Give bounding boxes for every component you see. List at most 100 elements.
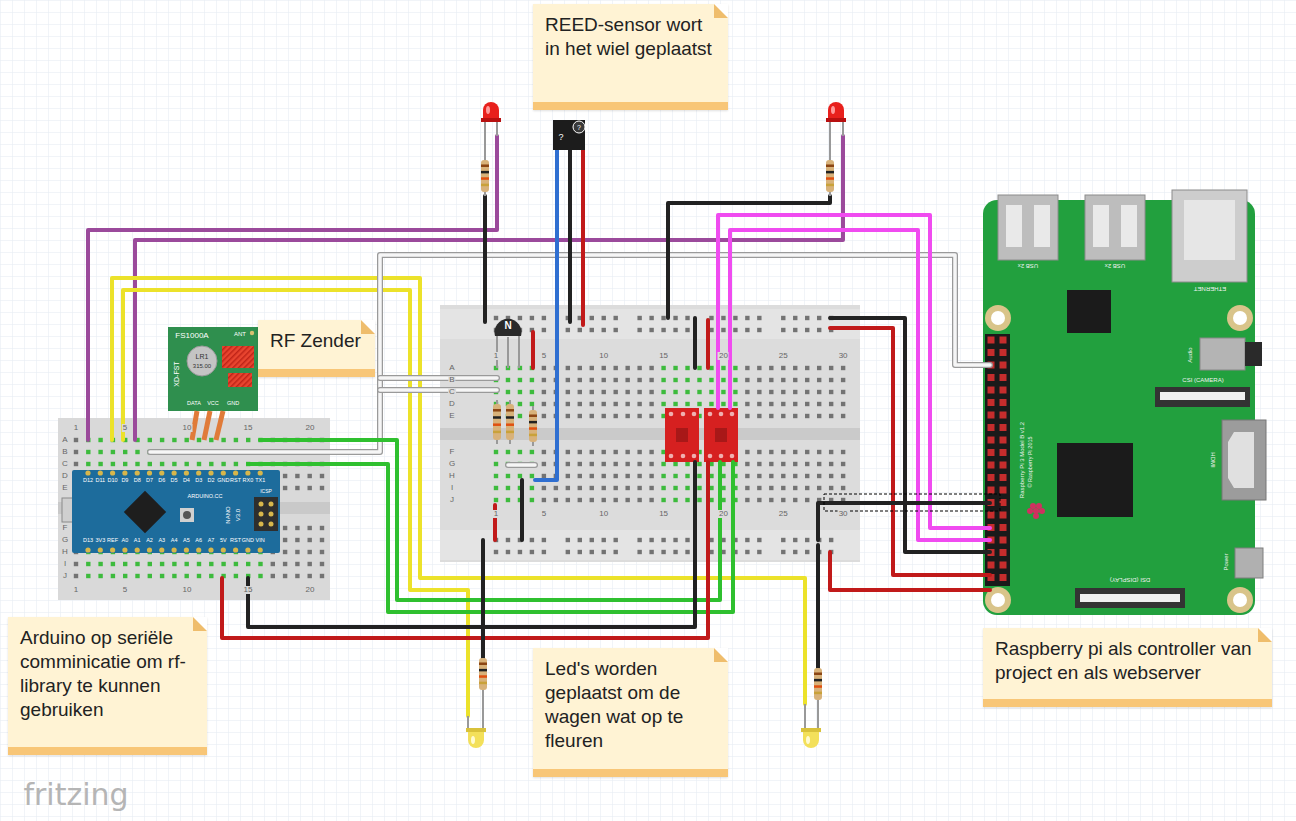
yellow-led <box>468 730 484 748</box>
breadboard-hole <box>745 378 749 382</box>
wire <box>483 196 487 322</box>
breadboard-hole <box>506 390 510 394</box>
row-letter: J <box>449 496 455 504</box>
arduino-nano <box>72 470 280 553</box>
yellow-led <box>466 728 486 732</box>
breadboard-hole <box>637 366 641 370</box>
level-shifter <box>719 454 724 459</box>
breadboard-hole <box>295 538 299 542</box>
board-label: DSI (DISPLAY) <box>1110 577 1151 583</box>
breadboard-hole <box>320 538 324 542</box>
breadboard-hole <box>578 366 582 370</box>
breadboard-hole <box>185 574 189 578</box>
breadboard-hole <box>590 316 594 320</box>
breadboard-hole <box>602 486 606 490</box>
raspberry-pi <box>1228 432 1254 488</box>
breadboard-hole <box>673 402 677 406</box>
wire <box>380 375 497 381</box>
transistor <box>518 335 520 368</box>
breadboard-hole <box>829 378 833 382</box>
breadboard-hole <box>308 538 312 542</box>
breadboard-hole <box>578 450 582 454</box>
header-pin <box>172 547 177 552</box>
breadboard-hole <box>721 378 725 382</box>
breadboard-hole <box>625 390 629 394</box>
breadboard-hole <box>148 438 152 442</box>
header-pin <box>196 547 201 552</box>
yellow-led <box>471 736 475 744</box>
breadboard-hole <box>733 328 737 332</box>
breadboard-hole <box>566 378 570 382</box>
breadboard-hole <box>234 574 238 578</box>
level-shifter <box>692 412 697 417</box>
pin-label: A2 <box>146 538 153 544</box>
raspberry-pi <box>1036 503 1042 509</box>
breadboard-hole <box>185 438 189 442</box>
breadboard-hole <box>578 390 582 394</box>
breadboard-hole <box>793 538 797 542</box>
gpio-pin <box>988 374 995 381</box>
board-label: ETHERNET <box>1194 286 1226 292</box>
breadboard-hole <box>554 486 558 490</box>
header-pin <box>98 470 103 475</box>
pin-label: A4 <box>171 538 178 544</box>
breadboard-hole <box>566 550 570 554</box>
breadboard-hole <box>494 316 498 320</box>
breadboard-hole <box>829 538 833 542</box>
rf-transmitter <box>222 346 254 368</box>
raspberry-pi <box>1039 508 1045 514</box>
breadboard-hole <box>817 450 821 454</box>
breadboard-hole <box>542 498 546 502</box>
raspberry-pi <box>1121 205 1137 247</box>
yellow-led <box>806 736 810 744</box>
board-label: USB 2x <box>1018 263 1038 269</box>
column-number: 10 <box>182 586 193 594</box>
breadboard-hole <box>566 328 570 332</box>
breadboard-hole <box>817 366 821 370</box>
breadboard-hole <box>841 390 845 394</box>
row-letter: I <box>450 484 454 492</box>
breadboard-hole <box>841 366 845 370</box>
resistor-symbol <box>814 668 822 712</box>
breadboard-hole <box>602 316 606 320</box>
gpio-pin <box>1000 337 1007 344</box>
breadboard-hole <box>697 474 701 478</box>
breadboard-hole <box>805 316 809 320</box>
gpio-pin <box>1000 512 1007 519</box>
header-pin <box>258 547 263 552</box>
breadboard-hole <box>283 574 287 578</box>
raspberry-pi <box>1172 190 1247 282</box>
breadboard-hole <box>98 450 102 454</box>
breadboard-hole <box>829 450 833 454</box>
breadboard-hole <box>721 328 725 332</box>
breadboard-hole <box>781 316 785 320</box>
breadboard-hole <box>518 378 522 382</box>
breadboard-hole <box>625 414 629 418</box>
header-pin <box>208 547 213 552</box>
breadboard-hole <box>685 498 689 502</box>
board-label: V3.0 <box>235 509 241 521</box>
resistor-symbol <box>479 658 487 690</box>
sensor-label: ? <box>577 124 581 131</box>
breadboard-hole <box>614 414 618 418</box>
header-pin <box>221 470 226 475</box>
column-number: 5 <box>541 352 547 360</box>
breadboard-hole <box>86 450 90 454</box>
breadboard-hole <box>805 486 809 490</box>
row-letter: G <box>448 460 456 468</box>
breadboard-hole <box>805 390 809 394</box>
breadboard-hole <box>283 562 287 566</box>
resistor-symbol <box>481 184 489 187</box>
breadboard-hole <box>781 402 785 406</box>
pin-label: DATA <box>187 401 201 407</box>
resistor-symbol <box>826 160 834 196</box>
pin-label: D2 <box>207 478 214 484</box>
breadboard-hole <box>542 486 546 490</box>
breadboard-hole <box>781 366 785 370</box>
breadboard-hole <box>661 390 665 394</box>
resistor-symbol <box>814 692 822 695</box>
column-number: 5 <box>541 510 547 518</box>
breadboard-hole <box>542 462 546 466</box>
breadboard-hole <box>829 366 833 370</box>
